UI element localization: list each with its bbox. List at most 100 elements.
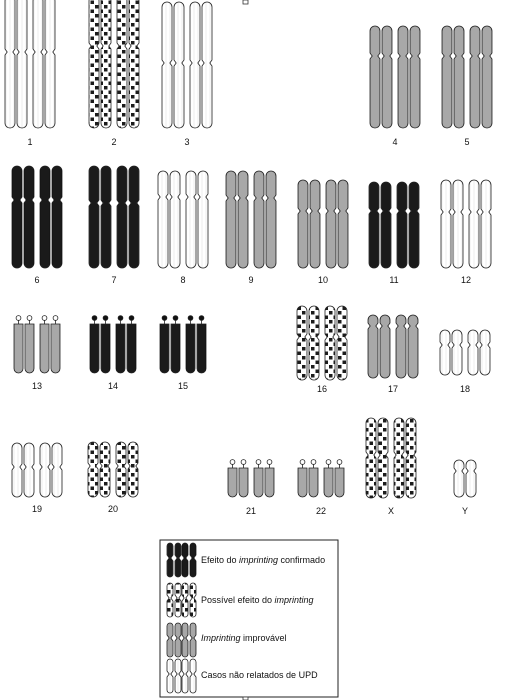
swatch-chromosome — [166, 542, 182, 578]
satellite-knob — [15, 315, 22, 321]
chromosome-pair-3 — [161, 1, 213, 129]
chromatid — [51, 165, 63, 269]
chromatid — [197, 170, 209, 269]
chromatid — [166, 658, 174, 694]
chromatid — [238, 467, 249, 498]
chromosome-label-14: 14 — [108, 381, 118, 391]
chromatid — [185, 170, 197, 269]
chromosome — [4, 0, 28, 129]
chromatid — [181, 582, 189, 618]
chromosome — [253, 170, 277, 269]
chromosome — [11, 442, 35, 498]
chromatid — [189, 582, 197, 618]
chromatid — [100, 0, 112, 129]
chromatid — [189, 542, 197, 578]
chromosome-label-2: 2 — [111, 137, 116, 147]
chromatid — [115, 441, 127, 498]
chromatid — [116, 165, 128, 269]
chromosome-label-5: 5 — [464, 137, 469, 147]
chromosome-label-18: 18 — [460, 384, 470, 394]
chromatid — [395, 314, 407, 379]
chromatid — [11, 442, 23, 498]
chromosome — [365, 417, 389, 499]
chromosome — [296, 305, 320, 381]
chromosome-label-19: 19 — [32, 504, 42, 514]
chromatid — [4, 0, 16, 129]
chromatid — [337, 179, 349, 269]
chromosome-label-10: 10 — [318, 275, 328, 285]
chromatid — [23, 442, 35, 498]
chromosome — [253, 459, 275, 498]
chromosome-label-21: 21 — [246, 506, 256, 516]
chromosome — [11, 165, 35, 269]
chromosome-label-16: 16 — [317, 384, 327, 394]
chromosome — [157, 170, 181, 269]
chromatid — [11, 165, 23, 269]
chromosome — [87, 441, 111, 498]
chromatid — [185, 323, 196, 374]
chromatid — [127, 441, 139, 498]
chromosome-pair-x — [365, 417, 417, 499]
chromosome-label-9: 9 — [248, 275, 253, 285]
chromatid — [116, 0, 128, 129]
chromosome-label-11: 11 — [389, 275, 398, 285]
chromatid — [323, 467, 334, 498]
chromosome-pair-7 — [88, 165, 140, 269]
chromatid — [189, 1, 201, 129]
chromosome — [159, 315, 181, 374]
legend-label-unreported: Casos não relatados de UPD — [201, 670, 318, 680]
legend: Efeito do imprinting confirmadoPossível … — [159, 539, 339, 698]
chromatid — [253, 170, 265, 269]
chromosome-pair-2 — [88, 0, 140, 129]
chromatid — [324, 305, 336, 381]
crop-mark — [242, 0, 249, 5]
chromosome — [116, 165, 140, 269]
satellite-knob — [187, 315, 194, 321]
chromatid — [23, 165, 35, 269]
crop-mark — [242, 696, 249, 700]
legend-text-prefix: Efeito do — [201, 555, 239, 565]
chromatid — [126, 323, 137, 374]
swatch-chromosome — [181, 542, 197, 578]
legend-text-prefix: Casos não relatados de UPD — [201, 670, 318, 680]
chromatid — [336, 305, 348, 381]
chromatid — [24, 323, 35, 374]
chromosome — [439, 329, 463, 376]
swatch-chromosome — [181, 582, 197, 618]
chromosome — [323, 459, 345, 498]
chromatid — [452, 179, 464, 269]
satellite-knob — [325, 459, 332, 465]
legend-text-suffix: improvável — [241, 633, 287, 643]
chromatid — [39, 165, 51, 269]
chromatid — [409, 25, 421, 129]
chromatid — [201, 1, 213, 129]
chromosome — [39, 315, 61, 374]
chromosome — [396, 181, 420, 269]
chromosome — [88, 165, 112, 269]
chromatid — [481, 25, 493, 129]
chromosome — [89, 315, 111, 374]
satellite-knob — [41, 315, 48, 321]
chromosome — [325, 179, 349, 269]
satellite-knob — [52, 315, 59, 321]
satellite-knob — [266, 459, 273, 465]
chromatid — [479, 329, 491, 376]
legend-text-italic: imprinting — [275, 595, 314, 605]
chromatid — [174, 582, 182, 618]
chromosome-pair-6 — [11, 165, 63, 269]
legend-item-confirmed: Efeito do imprinting confirmado — [166, 542, 325, 578]
chromosome — [467, 329, 491, 376]
chromatid — [32, 0, 44, 129]
chromatid — [367, 314, 379, 379]
chromatid — [166, 542, 174, 578]
chromatid — [159, 323, 170, 374]
chromosome — [115, 315, 137, 374]
chromosome — [440, 179, 464, 269]
chromosome-pair-15 — [159, 315, 207, 374]
chromosome-label-3: 3 — [184, 137, 189, 147]
swatch-chromosome — [166, 622, 182, 658]
chromosome — [453, 459, 477, 498]
legend-label-possible: Possível efeito do imprinting — [201, 595, 314, 605]
